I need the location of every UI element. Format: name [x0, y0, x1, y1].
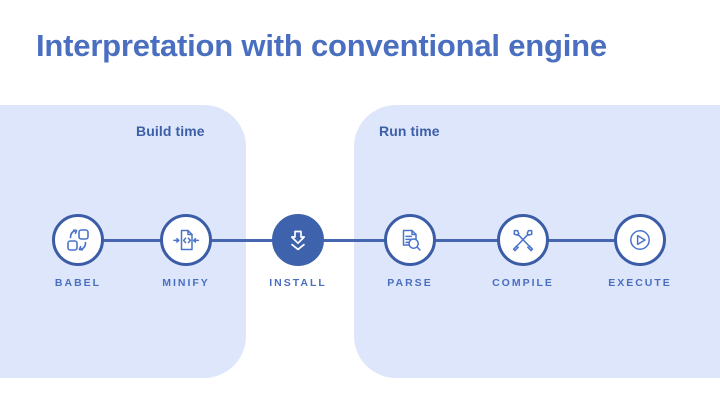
pipeline-node-minify[interactable]	[160, 214, 212, 266]
pipeline-label-babel: BABEL	[54, 277, 102, 289]
pipeline-label-execute: EXECUTE	[608, 277, 672, 289]
tools-wrench-screwdriver-icon	[509, 226, 537, 254]
pipeline-connector-line	[54, 239, 640, 242]
pipeline-node-execute[interactable]	[614, 214, 666, 266]
pipeline-node-parse[interactable]	[384, 214, 436, 266]
download-arrow-icon	[285, 227, 311, 253]
pipeline-node-install[interactable]	[272, 214, 324, 266]
pipeline-label-compile: COMPILE	[492, 277, 554, 289]
play-circle-icon	[626, 226, 654, 254]
pipeline-node-compile[interactable]	[497, 214, 549, 266]
pipeline-label-minify: MINIFY	[162, 277, 210, 289]
transform-blocks-icon	[64, 226, 92, 254]
code-document-compress-icon	[171, 226, 201, 254]
panel-label-run-time: Run time	[379, 123, 440, 139]
panel-label-build-time: Build time	[136, 123, 205, 139]
document-magnifier-icon	[396, 226, 424, 254]
pipeline-label-parse: PARSE	[387, 277, 433, 289]
pipeline-node-babel[interactable]	[52, 214, 104, 266]
pipeline-label-install: INSTALL	[269, 277, 327, 289]
page-title: Interpretation with conventional engine	[36, 28, 607, 63]
